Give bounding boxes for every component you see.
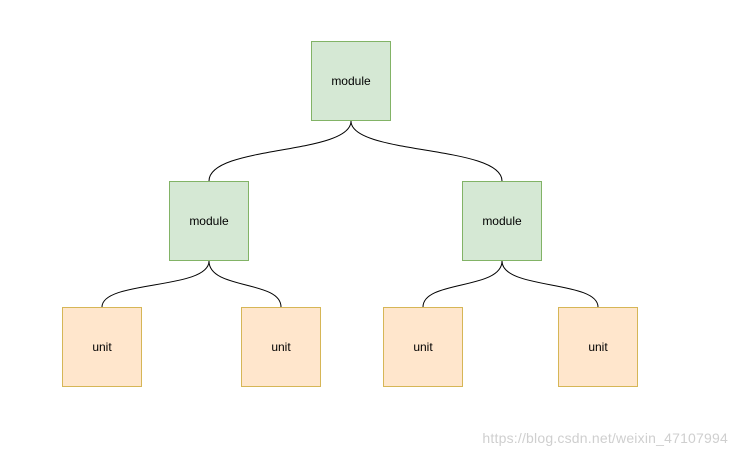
unit-node-4[interactable]: unit xyxy=(558,307,638,387)
module-node-right[interactable]: module xyxy=(462,181,542,261)
edge-right-unit4 xyxy=(501,260,599,308)
edge-root-left xyxy=(208,120,352,182)
module-node-root[interactable]: module xyxy=(311,41,391,121)
module-node-label: module xyxy=(482,214,522,228)
edge-left-unit2 xyxy=(208,260,282,308)
module-node-label: module xyxy=(331,74,371,88)
edge-right-unit3 xyxy=(422,260,503,308)
edge-root-right xyxy=(350,120,503,182)
unit-node-label: unit xyxy=(588,340,608,354)
unit-node-1[interactable]: unit xyxy=(62,307,142,387)
module-node-left[interactable]: module xyxy=(169,181,249,261)
unit-node-label: unit xyxy=(92,340,112,354)
unit-node-3[interactable]: unit xyxy=(383,307,463,387)
watermark-text: https://blog.csdn.net/weixin_47107994 xyxy=(482,430,728,446)
unit-node-label: unit xyxy=(271,340,291,354)
unit-node-label: unit xyxy=(413,340,433,354)
module-node-label: module xyxy=(189,214,229,228)
edge-left-unit1 xyxy=(101,260,210,308)
unit-node-2[interactable]: unit xyxy=(241,307,321,387)
